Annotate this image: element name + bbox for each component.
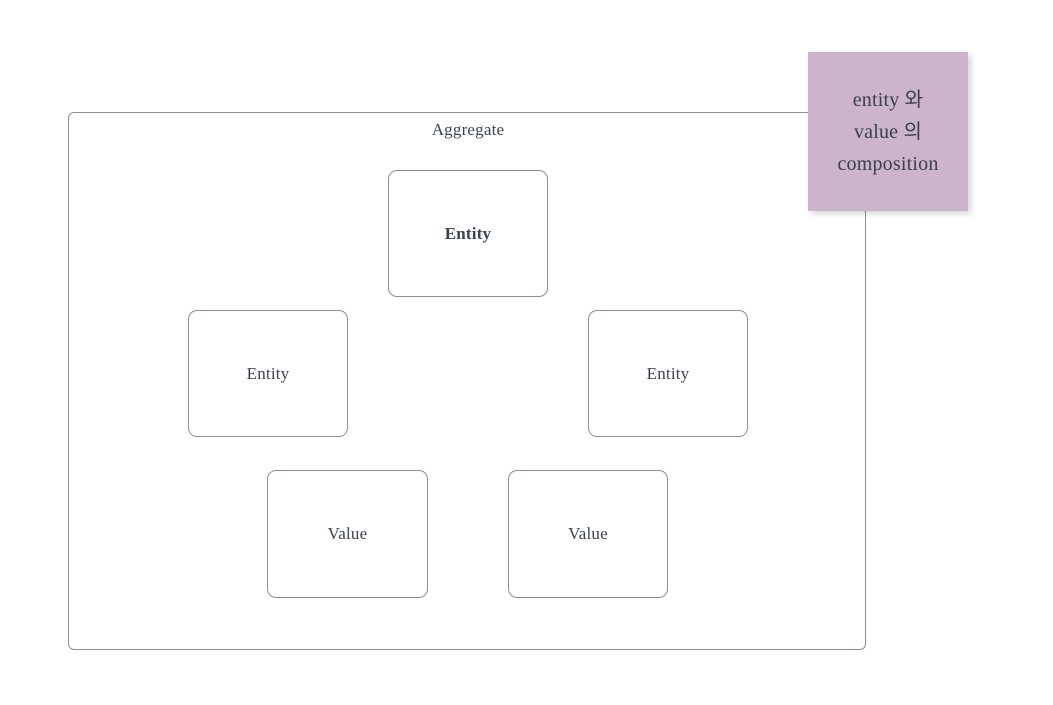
sticky-note-text: entity 와 value 의 composition <box>837 88 939 175</box>
node-entity-left-label: Entity <box>246 363 290 383</box>
node-value-left[interactable]: Value <box>267 470 428 598</box>
node-value-left-label: Value <box>327 524 368 543</box>
node-entity-left[interactable]: Entity <box>188 310 348 437</box>
node-entity-top[interactable]: Entity <box>388 170 548 297</box>
node-entity-top-label: Entity <box>444 223 492 243</box>
node-entity-right-label: Entity <box>646 363 690 383</box>
node-value-right[interactable]: Value <box>508 470 668 598</box>
node-value-right-label: Value <box>568 524 608 543</box>
node-entity-right[interactable]: Entity <box>588 310 748 437</box>
sticky-note[interactable]: entity 와 value 의 composition <box>808 52 968 211</box>
aggregate-title: Aggregate <box>431 120 505 139</box>
